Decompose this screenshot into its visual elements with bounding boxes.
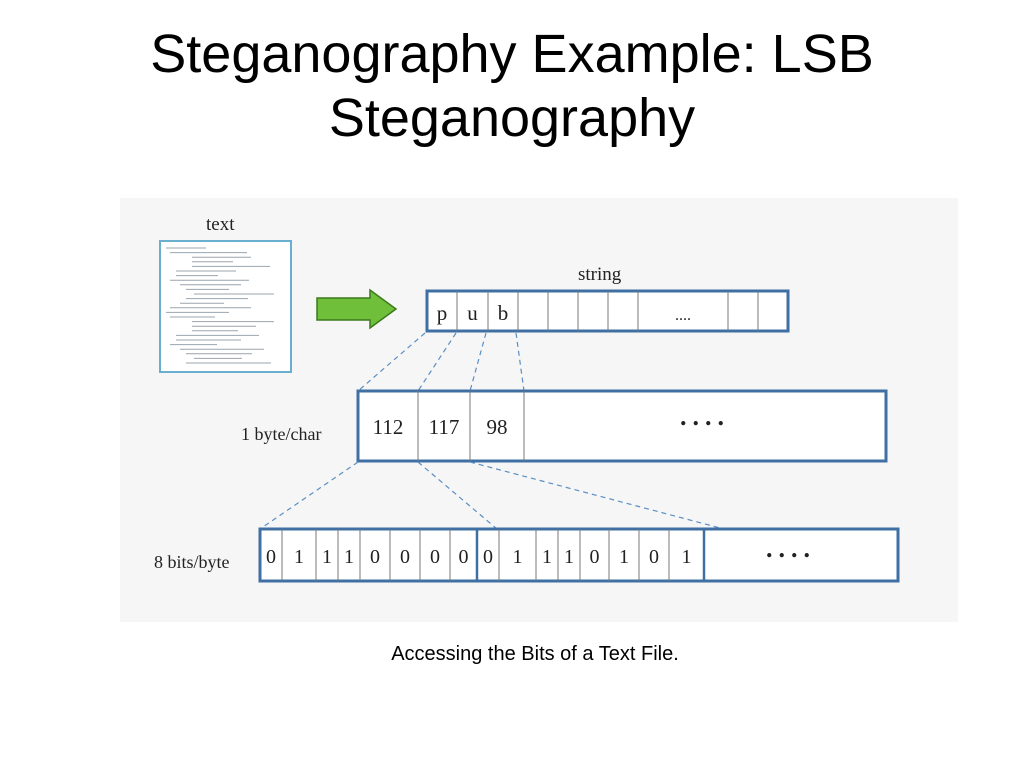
bit-cell: 0 <box>266 546 276 568</box>
string-cell: u <box>467 301 478 325</box>
bit-cell: 0 <box>370 546 380 568</box>
bit-cell: 0 <box>400 546 410 568</box>
bit-cell: 1 <box>344 546 354 568</box>
bit-cell: 0 <box>459 546 469 568</box>
bit-cell: 1 <box>564 546 574 568</box>
bit-cell: 1 <box>619 546 629 568</box>
byte-row: 112 117 98.... <box>356 389 888 463</box>
bit-cell: 0 <box>483 546 493 568</box>
byte-cell: 117 <box>429 415 460 439</box>
title-line-2: Steganography <box>328 88 696 148</box>
bit-cell: 0 <box>590 546 600 568</box>
bits-per-byte-label: 8 bits/byte <box>154 552 230 572</box>
title-line-1: Steganography Example: LSB <box>150 24 874 84</box>
byte-box <box>356 389 888 463</box>
bit-cell: 0 <box>649 546 659 568</box>
string-cell: b <box>498 301 509 325</box>
figure-caption: Accessing the Bits of a Text File. <box>391 643 679 665</box>
string-cell: .... <box>675 307 691 324</box>
byte-cell: 98 <box>487 415 508 439</box>
bit-cell: 1 <box>682 546 692 568</box>
bit-ellipsis: .... <box>766 534 816 563</box>
byte-cell: 112 <box>373 415 404 439</box>
bit-cell: 1 <box>513 546 523 568</box>
string-cell: p <box>437 301 448 325</box>
bit-cell: 1 <box>322 546 332 568</box>
text-label: text <box>206 214 235 235</box>
bit-cell: 0 <box>430 546 440 568</box>
slide-title: Steganography Example: LSB Steganography <box>0 22 1024 150</box>
byte-to-bit-connectors <box>259 461 725 530</box>
bit-cell: 1 <box>542 546 552 568</box>
bit-box <box>258 527 900 583</box>
right-arrow-icon <box>316 288 398 330</box>
text-document-icon <box>159 240 292 373</box>
string-label: string <box>578 264 622 285</box>
byte-cell: .... <box>680 402 730 431</box>
bit-cell: 1 <box>294 546 304 568</box>
bytes-per-char-label: 1 byte/char <box>241 424 321 444</box>
string-to-byte-connectors <box>357 332 525 392</box>
